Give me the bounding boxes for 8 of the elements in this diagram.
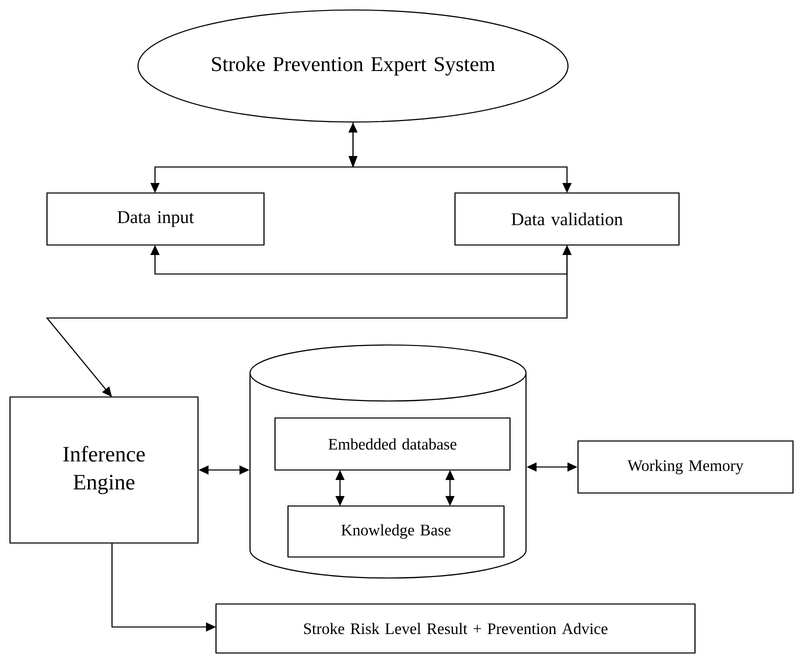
process-box: Embedded database [274,417,511,471]
process-box: Working Memory [577,440,794,494]
process-box: Stroke Risk Level Result + Prevention Advice [215,603,696,654]
process-box: Data validation [454,192,680,246]
process-box: Knowledge Base [287,505,505,558]
database-cylinder [249,344,527,579]
process-box: Inference Engine [9,396,199,544]
process-box: Data input [46,192,265,246]
